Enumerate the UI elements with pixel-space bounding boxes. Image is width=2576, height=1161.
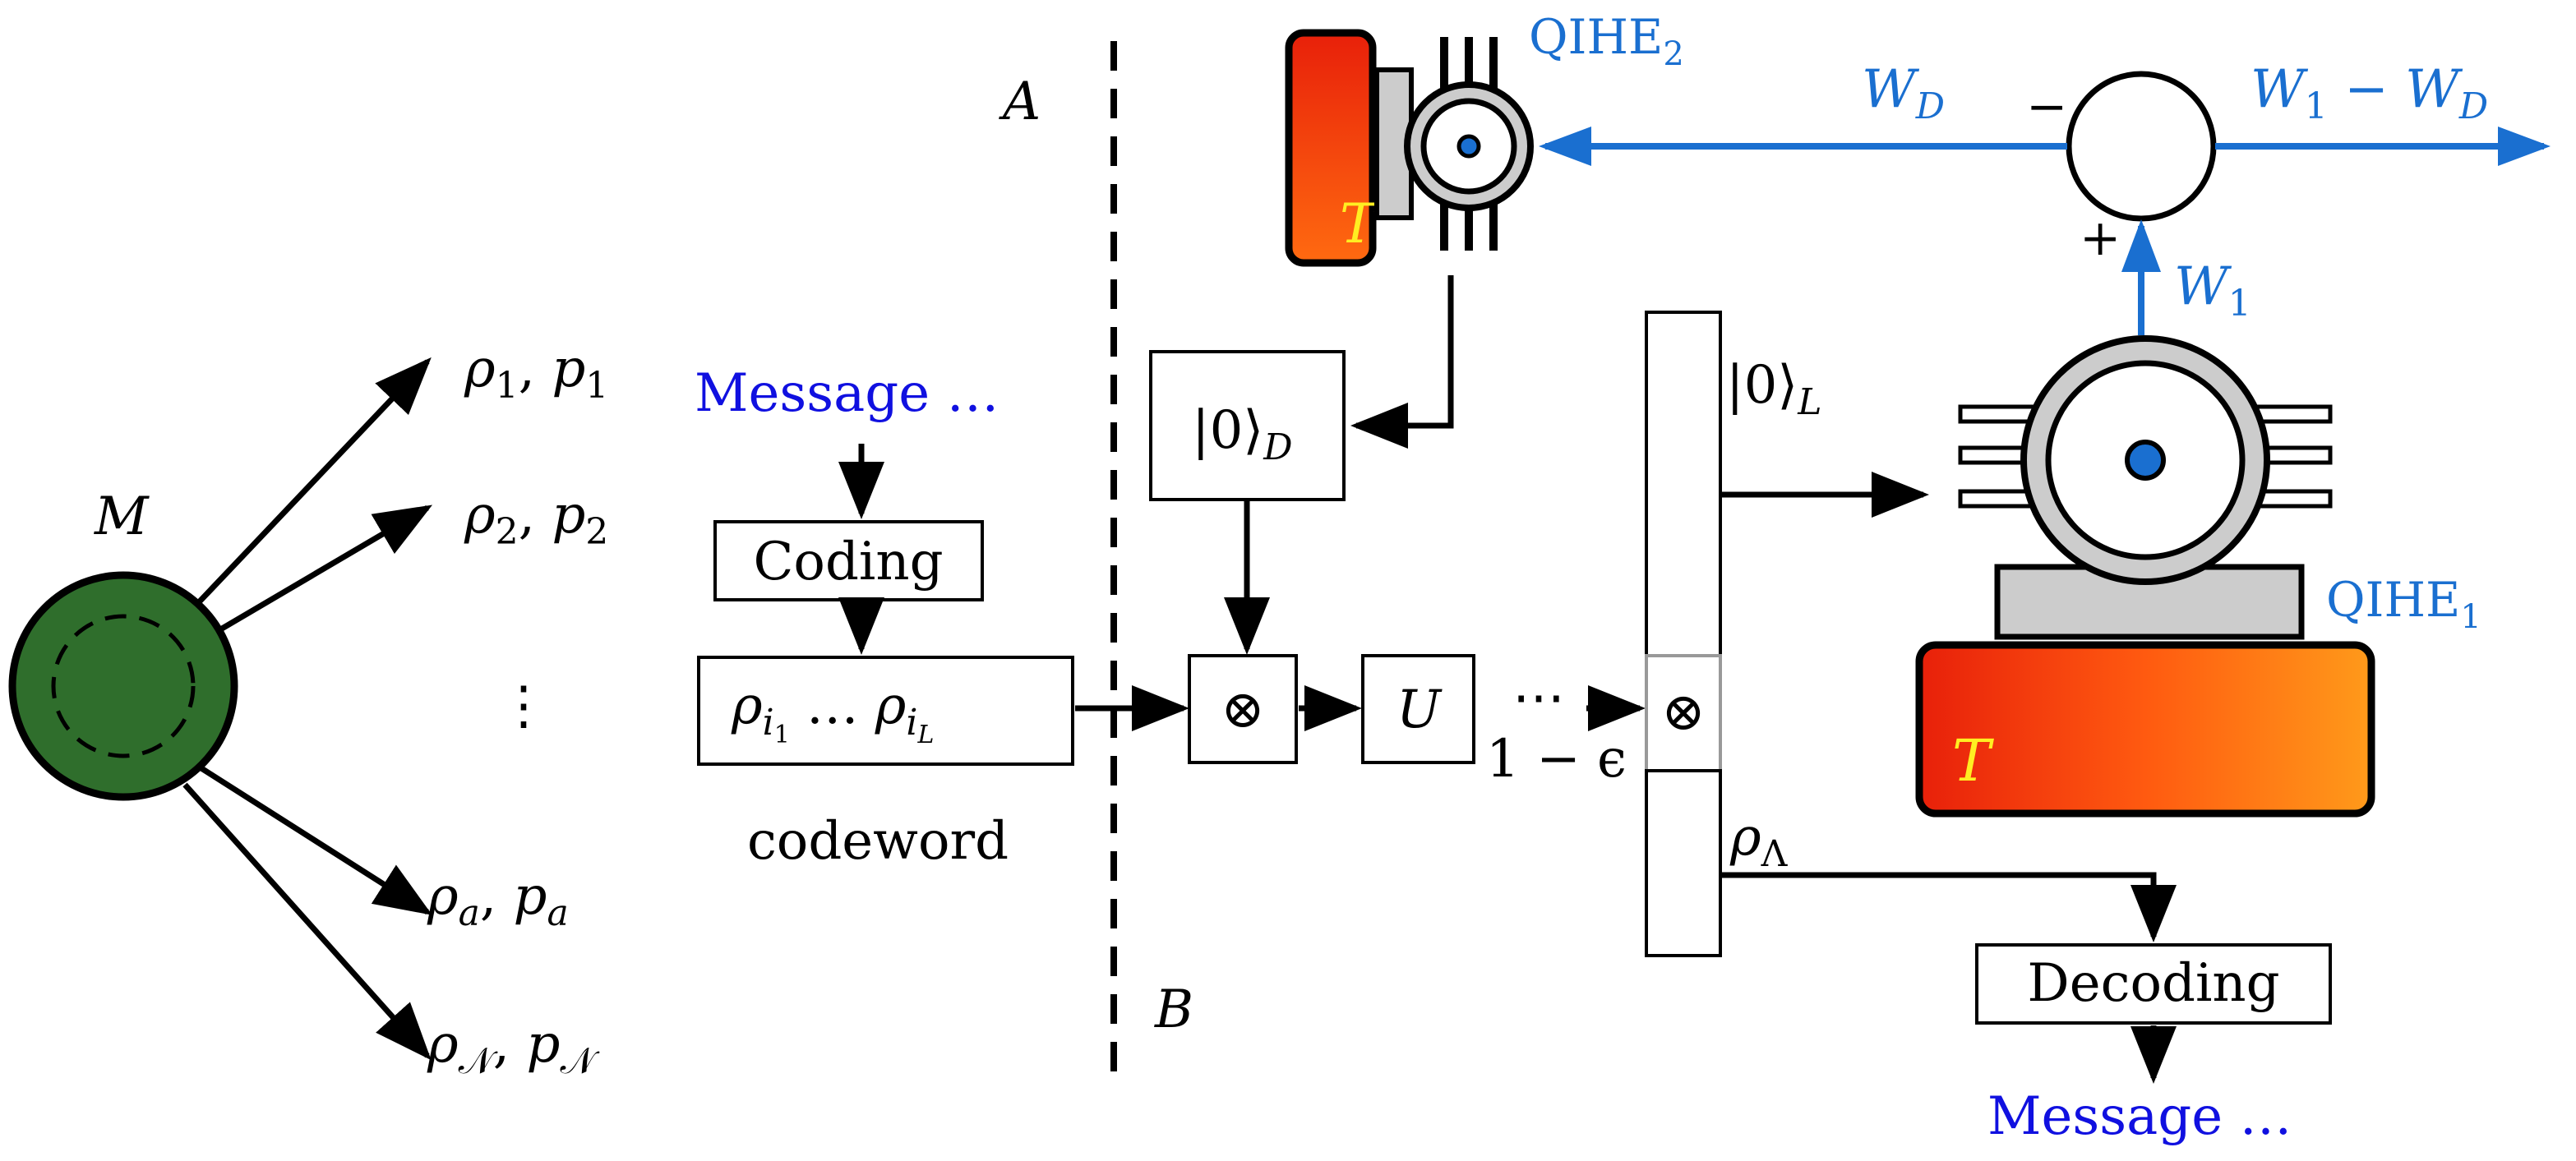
net-work-label: W1 − WD bbox=[2251, 59, 2488, 127]
codeword-caption: codeword bbox=[747, 811, 1009, 872]
coding-label: Coding bbox=[753, 532, 943, 592]
one-minus-epsilon: 1 − ϵ bbox=[1486, 729, 1627, 790]
unitary-label: U bbox=[1396, 680, 1443, 740]
arrow-lambda-to-decoding bbox=[1720, 872, 2177, 942]
coding-box bbox=[713, 520, 984, 601]
plus-sign: + bbox=[2080, 210, 2121, 267]
register-d-box bbox=[1149, 350, 1346, 501]
codeword-box bbox=[697, 656, 1074, 766]
qihe2-core bbox=[1457, 134, 1481, 159]
minus-sign: − bbox=[2026, 78, 2067, 136]
decoding-label: Decoding bbox=[2027, 953, 2279, 1014]
qihe1-label: QIHE1 bbox=[2326, 572, 2481, 636]
register-l-box bbox=[1645, 311, 1722, 657]
source-inner-dashed bbox=[51, 614, 196, 758]
arrow-state-n bbox=[182, 782, 432, 1061]
tensor-symbol: ⊗ bbox=[1221, 680, 1265, 740]
state-1-label: ρ1, p1 bbox=[464, 339, 608, 407]
source-circle bbox=[8, 571, 238, 801]
ensemble-vdots: ⋮ bbox=[497, 675, 550, 736]
qihe1-reservoir bbox=[1915, 641, 2375, 818]
qihe2-label: QIHE2 bbox=[1529, 9, 1684, 73]
channel-dots: ⋯ bbox=[1512, 667, 1565, 728]
party-b-label: B bbox=[1154, 979, 1193, 1040]
arrow-qihe2-to-register-d bbox=[1350, 275, 1454, 449]
decoding-box bbox=[1975, 943, 2332, 1025]
arrow-state-1 bbox=[195, 357, 432, 606]
state-2-label: ρ2, p2 bbox=[464, 485, 608, 553]
joint-tensor-box bbox=[1645, 654, 1722, 772]
unitary-box bbox=[1361, 654, 1475, 764]
register-d-label: |0⟩D bbox=[1192, 400, 1293, 468]
lambda-register-box bbox=[1645, 769, 1722, 957]
qihe1-temp: T bbox=[1952, 727, 1994, 795]
left-message: Message … bbox=[695, 363, 999, 424]
qihe1-core bbox=[2125, 440, 2166, 481]
register-l-label: |0⟩L bbox=[1726, 355, 1821, 423]
rho-lambda-label: ρΛ bbox=[1729, 807, 1789, 875]
party-a-label: A bbox=[999, 71, 1041, 132]
w1-label: W1 bbox=[2174, 256, 2251, 325]
arrow-state-a bbox=[200, 766, 432, 915]
codeword-sequence: ρi1…ρiL bbox=[731, 675, 934, 749]
source-label: M bbox=[94, 486, 150, 547]
wd-label: WD bbox=[1862, 59, 1945, 127]
state-n-label: ρ𝒩, p𝒩 bbox=[427, 1014, 599, 1082]
work-subtractor bbox=[2066, 71, 2217, 222]
arrow-state-2 bbox=[220, 504, 433, 632]
joint-tensor-symbol: ⊗ bbox=[1661, 682, 1706, 743]
right-message: Message … bbox=[1987, 1086, 2292, 1147]
tensor-box bbox=[1188, 654, 1298, 764]
state-a-label: ρa, pa bbox=[427, 866, 569, 934]
qihe2-temp: T bbox=[1340, 192, 1380, 256]
qihe2-reservoir bbox=[1285, 29, 1377, 267]
